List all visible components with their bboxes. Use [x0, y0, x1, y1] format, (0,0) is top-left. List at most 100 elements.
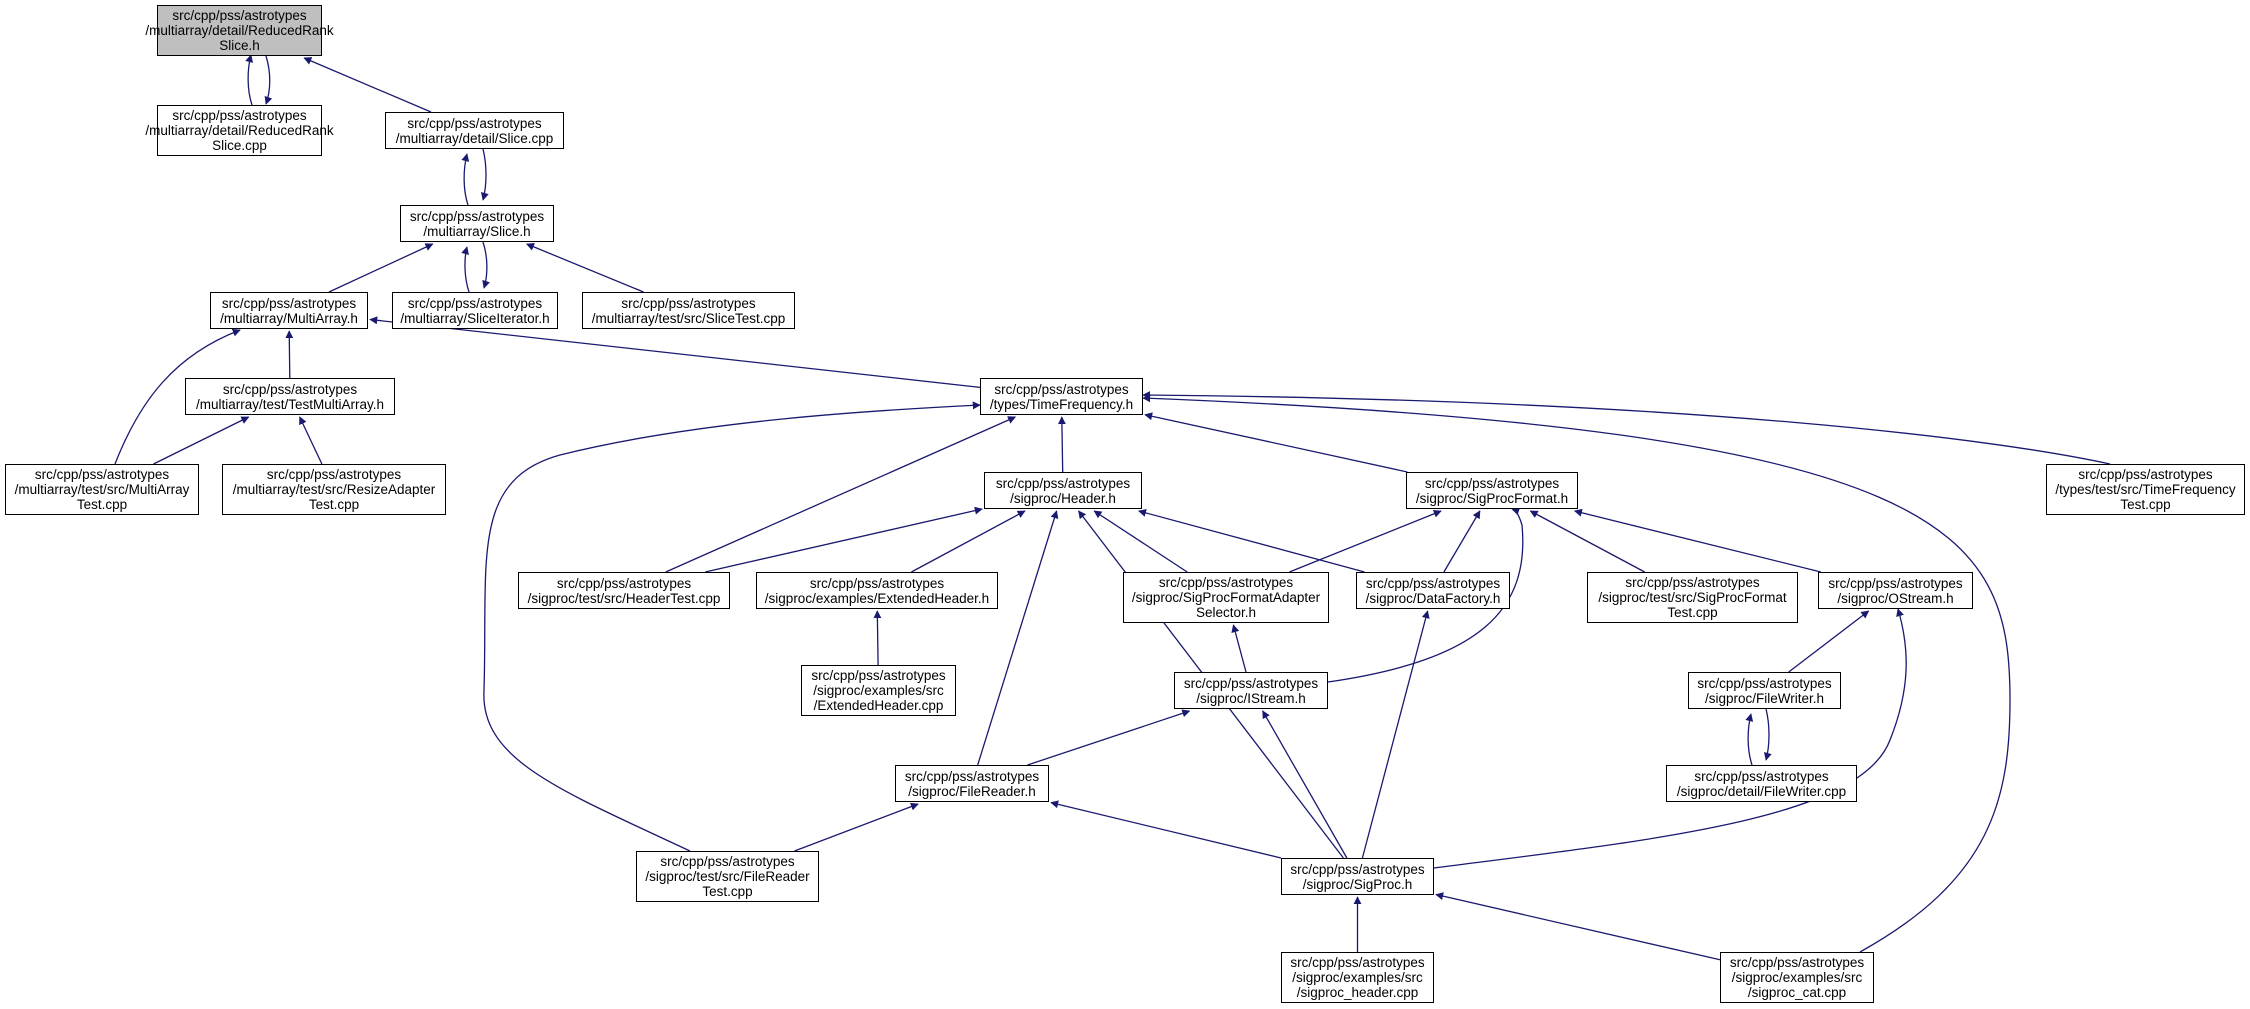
- node-label-line: src/cpp/pss/astrotypes: [1290, 955, 1425, 970]
- node-sigproc-h[interactable]: src/cpp/pss/astrotypes/sigproc/SigProc.h: [1281, 858, 1434, 895]
- edge-filereader_h-to-header_h: [977, 510, 1059, 766]
- node-label-line: /sigproc/Header.h: [1010, 490, 1116, 506]
- edge-istream_h-to-spfas_h: [1231, 624, 1247, 673]
- node-label-line: src/cpp/pss/astrotypes: [811, 668, 946, 683]
- node-label-line: src/cpp/pss/astrotypes: [407, 115, 542, 131]
- node-label-line: /sigproc/IStream.h: [1196, 690, 1306, 706]
- node-label-line: src/cpp/pss/astrotypes: [172, 108, 307, 123]
- edge-slice_h-to-sliceiter_h: [482, 241, 490, 289]
- node-label-line: /sigproc/DataFactory.h: [1365, 590, 1501, 606]
- node-label-line: Test.cpp: [76, 497, 128, 512]
- node-label-line: src/cpp/pss/astrotypes: [409, 208, 545, 224]
- node-label-line: /sigproc/OStream.h: [1837, 590, 1954, 606]
- edge-datafactory_h-to-header_h: [1138, 509, 1365, 573]
- node-label-line: src/cpp/pss/astrotypes: [266, 467, 402, 482]
- edge-exthdr_cpp-to-exthdr_h: [873, 610, 882, 666]
- node-tftest[interactable]: src/cpp/pss/astrotypes/types/test/src/Ti…: [2046, 464, 2245, 515]
- node-slice-h[interactable]: src/cpp/pss/astrotypes/multiarray/Slice.…: [400, 205, 554, 242]
- node-ostream-h[interactable]: src/cpp/pss/astrotypes/sigproc/OStream.h: [1818, 572, 1973, 609]
- node-label-line: /ExtendedHeader.cpp: [813, 698, 944, 713]
- node-datafactory-h[interactable]: src/cpp/pss/astrotypes/sigproc/DataFacto…: [1356, 572, 1510, 609]
- node-headertest[interactable]: src/cpp/pss/astrotypes/sigproc/test/src/…: [518, 572, 730, 609]
- node-label-line: src/cpp/pss/astrotypes: [1625, 575, 1760, 590]
- node-label-line: /sigproc/test/src/HeaderTest.cpp: [527, 590, 721, 606]
- edge-multitest-to-testmulti_h: [153, 416, 250, 465]
- node-slicetest[interactable]: src/cpp/pss/astrotypes/multiarray/test/s…: [582, 292, 795, 329]
- edge-sliceiter_h-to-slice_h: [461, 246, 470, 293]
- node-header-h[interactable]: src/cpp/pss/astrotypes/sigproc/Header.h: [984, 472, 1142, 509]
- node-label-line: src/cpp/pss/astrotypes: [221, 295, 357, 311]
- node-label-line: Test.cpp: [702, 884, 753, 899]
- node-exthdr-h[interactable]: src/cpp/pss/astrotypes/sigproc/examples/…: [756, 572, 998, 609]
- node-label-line: /sigproc/examples/src: [1292, 970, 1423, 985]
- node-label-line: src/cpp/pss/astrotypes: [660, 854, 795, 869]
- node-label-line: /multiarray/SliceIterator.h: [400, 310, 550, 326]
- node-slice-cpp[interactable]: src/cpp/pss/astrotypes/multiarray/detail…: [385, 112, 564, 149]
- node-label-line: Test.cpp: [2120, 497, 2171, 512]
- node-tf-h[interactable]: src/cpp/pss/astrotypes/types/TimeFrequen…: [980, 378, 1143, 415]
- node-filewriter-h[interactable]: src/cpp/pss/astrotypes/sigproc/FileWrite…: [1688, 672, 1841, 709]
- edge-sigproc_h-to-filereader_h: [1050, 800, 1282, 859]
- node-label-line: src/cpp/pss/astrotypes: [1828, 575, 1963, 591]
- node-label-line: src/cpp/pss/astrotypes: [995, 475, 1131, 491]
- node-label-line: src/cpp/pss/astrotypes: [172, 8, 307, 23]
- node-sp-header-cpp[interactable]: src/cpp/pss/astrotypes/sigproc/examples/…: [1281, 952, 1434, 1003]
- node-resizetest[interactable]: src/cpp/pss/astrotypes/multiarray/test/s…: [222, 464, 446, 515]
- node-label-line: Test.cpp: [308, 497, 360, 512]
- node-label-line: src/cpp/pss/astrotypes: [1697, 675, 1832, 691]
- edge-ostream_h-to-spformat_h: [1573, 508, 1822, 573]
- edge-rrs_h-to-rrs_cpp: [264, 55, 273, 105]
- node-filewriter-cpp[interactable]: src/cpp/pss/astrotypes/sigproc/detail/Fi…: [1666, 765, 1857, 802]
- node-label-line: src/cpp/pss/astrotypes: [1424, 475, 1560, 491]
- edge-sp_cat_cpp-to-tf_h: [1142, 394, 2011, 953]
- node-filereader-h[interactable]: src/cpp/pss/astrotypes/sigproc/FileReade…: [895, 765, 1049, 802]
- node-label-line: src/cpp/pss/astrotypes: [809, 575, 945, 591]
- node-spfas-h[interactable]: src/cpp/pss/astrotypes/sigproc/SigProcFo…: [1123, 572, 1329, 623]
- node-label-line: src/cpp/pss/astrotypes: [1290, 861, 1425, 877]
- node-label-line: src/cpp/pss/astrotypes: [1729, 955, 1865, 970]
- node-multiarray-h[interactable]: src/cpp/pss/astrotypes/multiarray/MultiA…: [210, 292, 368, 329]
- node-exthdr-cpp[interactable]: src/cpp/pss/astrotypes/sigproc/examples/…: [801, 665, 956, 716]
- node-label-line: /multiarray/detail/Slice.cpp: [395, 130, 554, 146]
- node-multitest[interactable]: src/cpp/pss/astrotypes/multiarray/test/s…: [5, 464, 199, 515]
- node-label-line: /types/TimeFrequency.h: [989, 396, 1134, 412]
- edge-spfas_h-to-spformat_h: [1289, 509, 1442, 573]
- node-label-line: /sigproc/test/src/FileReader: [645, 869, 810, 884]
- edge-slice_cpp-to-rrs_h: [303, 57, 432, 113]
- node-label-line: /multiarray/test/TestMultiArray.h: [195, 396, 385, 412]
- node-label-line: /sigproc_cat.cpp: [1747, 985, 1847, 1000]
- edge-filereadertest-to-filereader_h: [794, 802, 919, 852]
- node-label-line: /multiarray/test/src/MultiArray: [14, 482, 190, 497]
- node-spformattest[interactable]: src/cpp/pss/astrotypes/sigproc/test/src/…: [1587, 572, 1798, 623]
- edge-sigproc_h-to-istream_h: [1262, 710, 1348, 859]
- node-sp-cat-cpp[interactable]: src/cpp/pss/astrotypes/sigproc/examples/…: [1720, 952, 1874, 1003]
- node-istream-h[interactable]: src/cpp/pss/astrotypes/sigproc/IStream.h: [1174, 672, 1328, 709]
- node-label-line: /multiarray/detail/ReducedRank: [145, 23, 334, 38]
- node-label-line: /sigproc/examples/ExtendedHeader.h: [764, 590, 990, 606]
- edge-filewriter_cpp-to-filewriter_h: [1745, 713, 1754, 766]
- node-filereadertest[interactable]: src/cpp/pss/astrotypes/sigproc/test/src/…: [636, 851, 819, 902]
- edge-multiarray_h-to-slice_h: [328, 243, 434, 293]
- edge-filewriter_h-to-ostream_h: [1788, 610, 1870, 673]
- node-label-line: /sigproc/examples/src: [1731, 970, 1863, 985]
- edge-spfas_h-to-header_h: [1093, 510, 1188, 573]
- node-spformat-h[interactable]: src/cpp/pss/astrotypes/sigproc/SigProcFo…: [1406, 472, 1578, 509]
- edge-headertest-to-tf_h: [665, 416, 1017, 573]
- node-label-line: src/cpp/pss/astrotypes: [2078, 467, 2213, 482]
- node-label-line: /multiarray/Slice.h: [423, 223, 531, 239]
- node-testmulti-h[interactable]: src/cpp/pss/astrotypes/multiarray/test/T…: [185, 378, 395, 415]
- node-label-line: src/cpp/pss/astrotypes: [1694, 768, 1829, 784]
- node-sliceiter-h[interactable]: src/cpp/pss/astrotypes/multiarray/SliceI…: [392, 292, 558, 329]
- edge-slice_cpp-to-slice_h: [480, 148, 489, 201]
- node-label-line: src/cpp/pss/astrotypes: [407, 295, 543, 311]
- edge-testmulti_h-to-multiarray_h: [285, 330, 294, 379]
- node-rrs-cpp[interactable]: src/cpp/pss/astrotypes/multiarray/detail…: [145, 105, 334, 156]
- node-label-line: Test.cpp: [1667, 605, 1718, 620]
- edge-slice_h-to-slice_cpp: [461, 153, 470, 206]
- edge-sigproc_h-to-datafactory_h: [1361, 610, 1430, 859]
- node-label-line: /sigproc_header.cpp: [1296, 985, 1419, 1000]
- node-rrs-h: src/cpp/pss/astrotypes/multiarray/detail…: [145, 5, 334, 56]
- node-label-line: /multiarray/test/src/ResizeAdapter: [232, 482, 436, 497]
